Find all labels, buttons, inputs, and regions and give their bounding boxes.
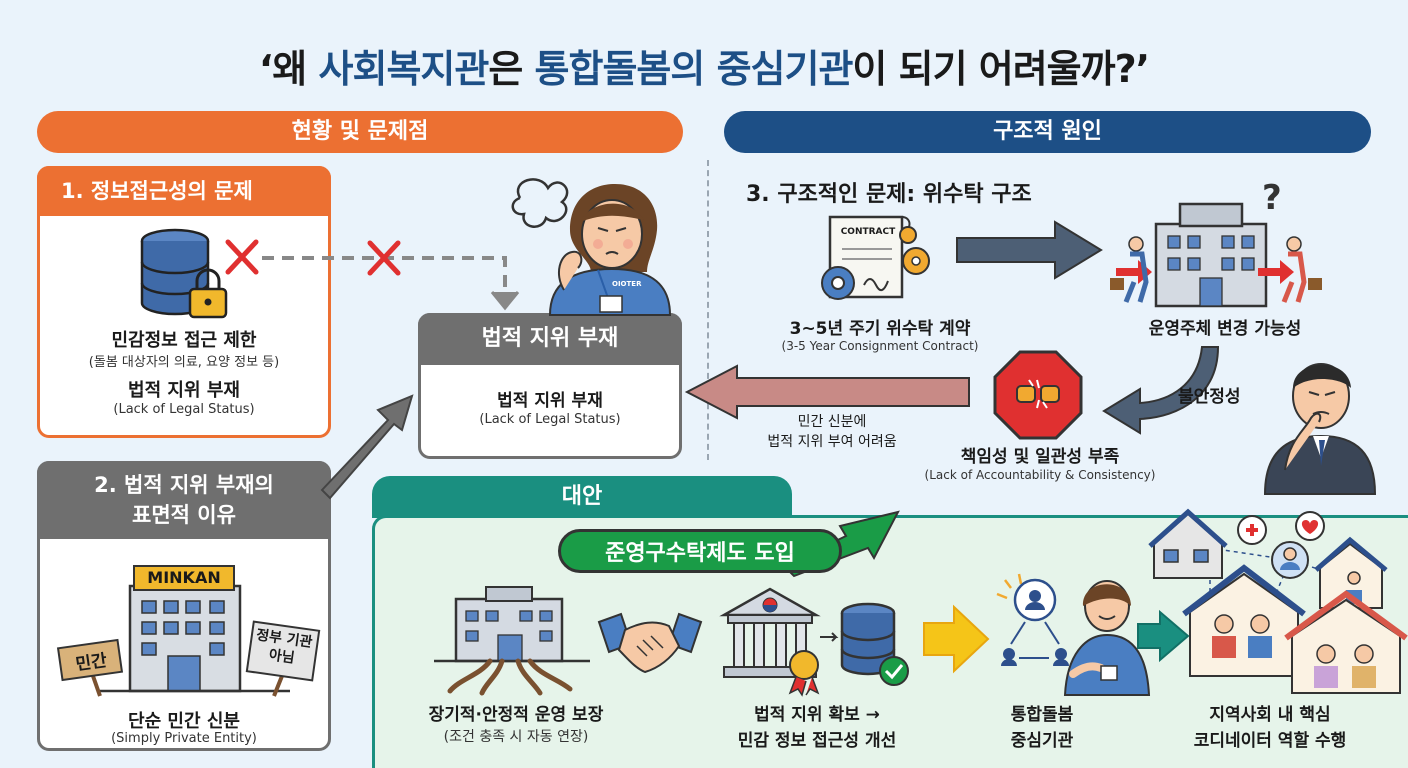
private-entity-label: 단순 민간 신분 [128, 711, 240, 732]
progress-arrow [923, 604, 990, 674]
private-entity-english: (Simply Private Entity) [111, 731, 257, 746]
broken-chain-stop-icon [993, 350, 1083, 440]
header-status-problems: 현황 및 문제점 [37, 111, 683, 153]
community-network-illustration [1148, 508, 1408, 694]
instability-label: 불안정성 [1178, 387, 1241, 407]
item-coordinator-role: 코디네이터 역할 수행 [1193, 731, 1347, 751]
rooted-building-icon [434, 586, 590, 696]
legal-status-center-box: 법적 지위 부재 법적 지위 부재 (Lack of Legal Status) [418, 313, 682, 459]
legal-status-label: 법적 지위 부재 [128, 380, 240, 401]
contract-english: (3-5 Year Consignment Contract) [781, 339, 979, 353]
divider [707, 160, 709, 460]
operator-change-label: 운영주체 변경 가능성 [1148, 319, 1302, 339]
item-auto-renewal: (조건 충족 시 자동 연장) [443, 729, 589, 745]
contract-icon [821, 215, 930, 300]
contract-to-operator-arrow [956, 220, 1103, 280]
legal-status-center-english: (Lack of Legal Status) [479, 412, 621, 427]
locked-database-icon [140, 228, 228, 319]
legal-status-english: (Lack of Legal Status) [113, 402, 255, 417]
private-building-icon [56, 565, 321, 697]
header-alternatives: 대안 [372, 476, 792, 518]
item-central-institution: 중심기관 [1010, 731, 1074, 751]
building-sign: MINKAN [147, 568, 221, 587]
info-access-label: 민감정보 접근 제한 [111, 330, 257, 351]
outcome-arrow [1137, 609, 1190, 663]
contract-doc-label: CONTRACT [840, 227, 896, 237]
instability-arrow [1102, 346, 1220, 435]
confused-worker-illustration [511, 178, 672, 316]
accountability-label: 책임성 및 일관성 부족 [960, 447, 1120, 467]
page-title: ‘왜 사회복지관은 통합돌봄의 중심기관이 되기 어려울까?’ [258, 47, 1150, 91]
operator-change-illustration [1110, 202, 1322, 308]
legal-status-center-label: 법적 지위 부재 [497, 391, 603, 411]
contract-label: 3~5년 주기 위수탁 계약 [789, 319, 971, 339]
accountability-english: (Lack of Accountability & Consistency) [924, 468, 1156, 482]
handshake-icon [597, 612, 703, 674]
item-legal-status-secured: 법적 지위 확보 → [754, 705, 880, 725]
item-integrated-care: 통합돌봄 [1010, 705, 1074, 725]
structure-title: 3. 구조적인 문제: 위수탁 구조 [746, 182, 1032, 207]
item-community-core: 지역사회 내 핵심 [1209, 705, 1331, 725]
coordinator-illustration [996, 573, 1151, 696]
info-access-box: 1. 정보접근성의 문제 민감정보 접근 제한 (돌봄 대상자의 의료, 요양 … [37, 166, 331, 438]
worried-manager-illustration [1263, 363, 1377, 495]
alternative-banner: 준영구수탁제도 도입 [558, 529, 842, 573]
item-info-access-improved: 민감 정보 접근성 개선 [737, 731, 897, 751]
info-access-title: 1. 정보접근성의 문제 [37, 166, 331, 216]
worker-badge: OIOTER [612, 280, 642, 288]
government-database-icon [719, 587, 909, 697]
question-mark: ? [1262, 178, 1282, 218]
info-access-detail: (돌봄 대상자의 의료, 요양 정보 등) [88, 355, 280, 370]
item-long-term-operation: 장기적·안정적 운영 보장 [428, 705, 604, 725]
causes-to-legal-status-arrow [684, 364, 970, 420]
header-structural-causes: 구조적 원인 [724, 111, 1371, 153]
legal-status-center-header: 법적 지위 부재 [418, 313, 682, 365]
